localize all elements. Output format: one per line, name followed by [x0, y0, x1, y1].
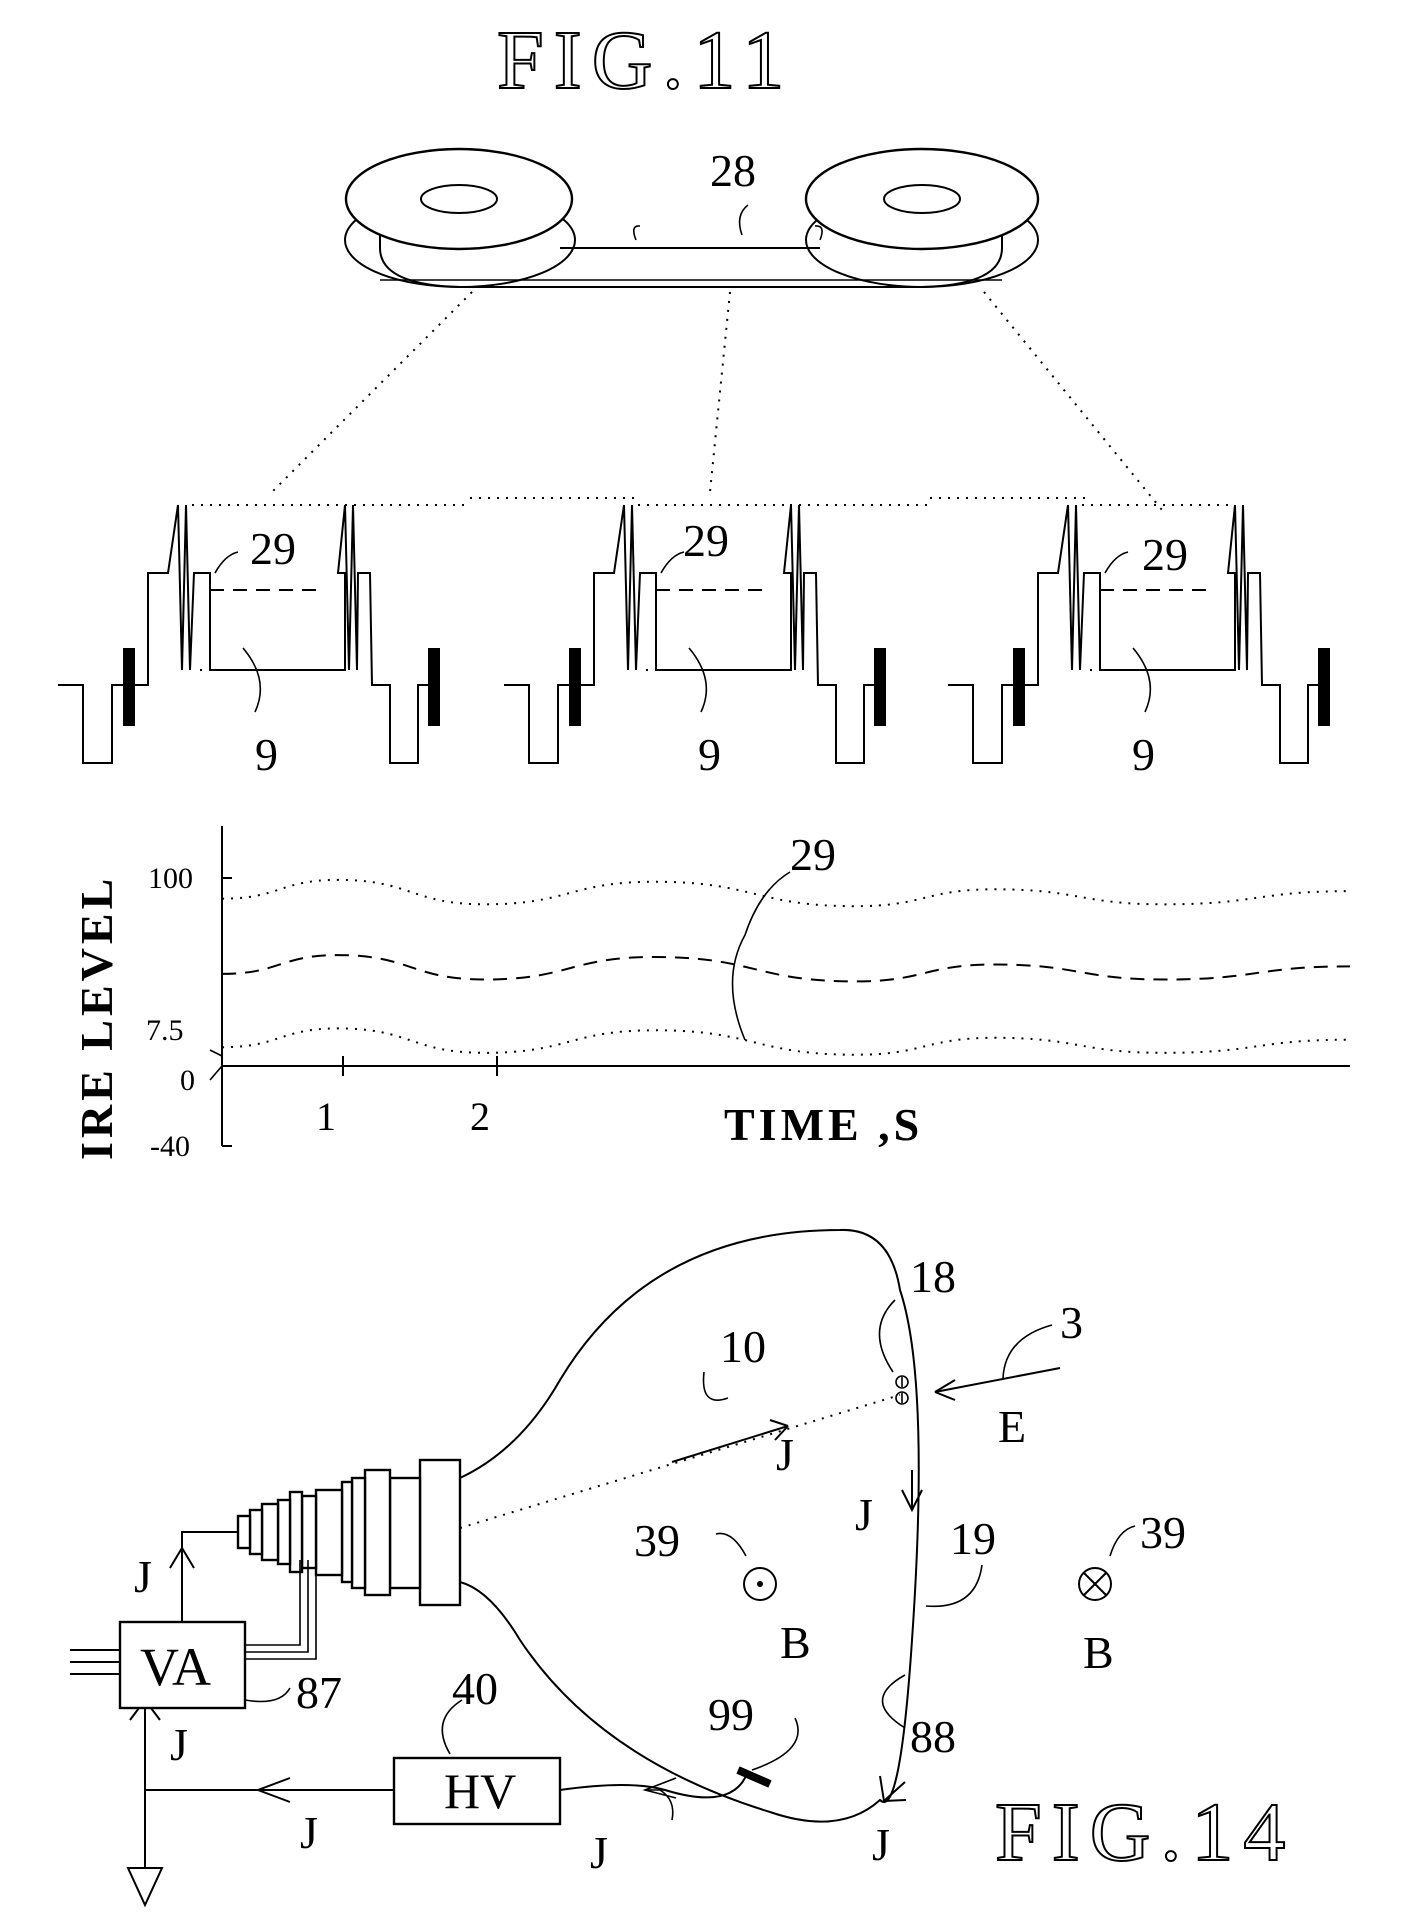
label-J-beam: J: [776, 1429, 794, 1480]
series-line-0: [221, 878, 1351, 908]
fig14-title: FIG.14: [995, 1786, 1295, 1879]
y-axis-label: IRE LEVEL: [71, 875, 122, 1160]
label-29-c: 29: [1142, 529, 1188, 580]
ytick-0: 0: [180, 1064, 195, 1097]
label-3: 3: [1060, 1297, 1083, 1348]
video-waveforms: [58, 497, 1331, 764]
series-line-1: [221, 954, 1351, 983]
label-J-wire: J: [590, 1827, 608, 1878]
fig11-title: FIG.11: [497, 14, 794, 107]
va-box-label: VA: [140, 1637, 211, 1697]
xtick-2: 2: [470, 1094, 490, 1139]
label-J-screen: J: [855, 1489, 873, 1540]
label-99: 99: [708, 1689, 754, 1740]
label-18: 18: [910, 1251, 956, 1302]
label-9-c: 9: [1132, 729, 1155, 780]
label-10: 10: [720, 1321, 766, 1372]
x-axis-label: TIME ,S: [724, 1099, 923, 1150]
label-29-chart: 29: [790, 829, 836, 880]
label-29-b: 29: [683, 515, 729, 566]
label-28: 28: [710, 145, 756, 196]
label-J-hv: J: [300, 1807, 318, 1858]
label-J-88: J: [872, 1819, 890, 1870]
ytick-minus40: -40: [150, 1130, 190, 1163]
label-B-right: B: [1083, 1627, 1114, 1678]
label-J-ground: J: [170, 1719, 188, 1770]
ire-chart: [209, 826, 1351, 1147]
label-9-a: 9: [255, 729, 278, 780]
tape-reels: [344, 147, 1040, 288]
leader-29-chart: [731, 871, 791, 1041]
label-40: 40: [452, 1663, 498, 1714]
label-39-right: 39: [1140, 1507, 1186, 1558]
label-29-a: 29: [250, 523, 296, 574]
label-9-b: 9: [698, 729, 721, 780]
label-19: 19: [950, 1513, 996, 1564]
xtick-1: 1: [316, 1094, 336, 1139]
ytick-7-5: 7.5: [146, 1014, 184, 1047]
label-E: E: [998, 1401, 1026, 1452]
projection-lines: [271, 291, 1163, 511]
label-J-va: J: [134, 1551, 152, 1602]
label-39-left: 39: [634, 1515, 680, 1566]
video-signal-segment: [58, 504, 440, 764]
hv-box-label: HV: [444, 1763, 516, 1819]
label-B-left: B: [780, 1617, 811, 1668]
series-line-2: [221, 1027, 1351, 1056]
crt-tube: [70, 1228, 1136, 1908]
label-88: 88: [910, 1711, 956, 1762]
ytick-100: 100: [148, 862, 193, 895]
label-87: 87: [296, 1667, 342, 1718]
